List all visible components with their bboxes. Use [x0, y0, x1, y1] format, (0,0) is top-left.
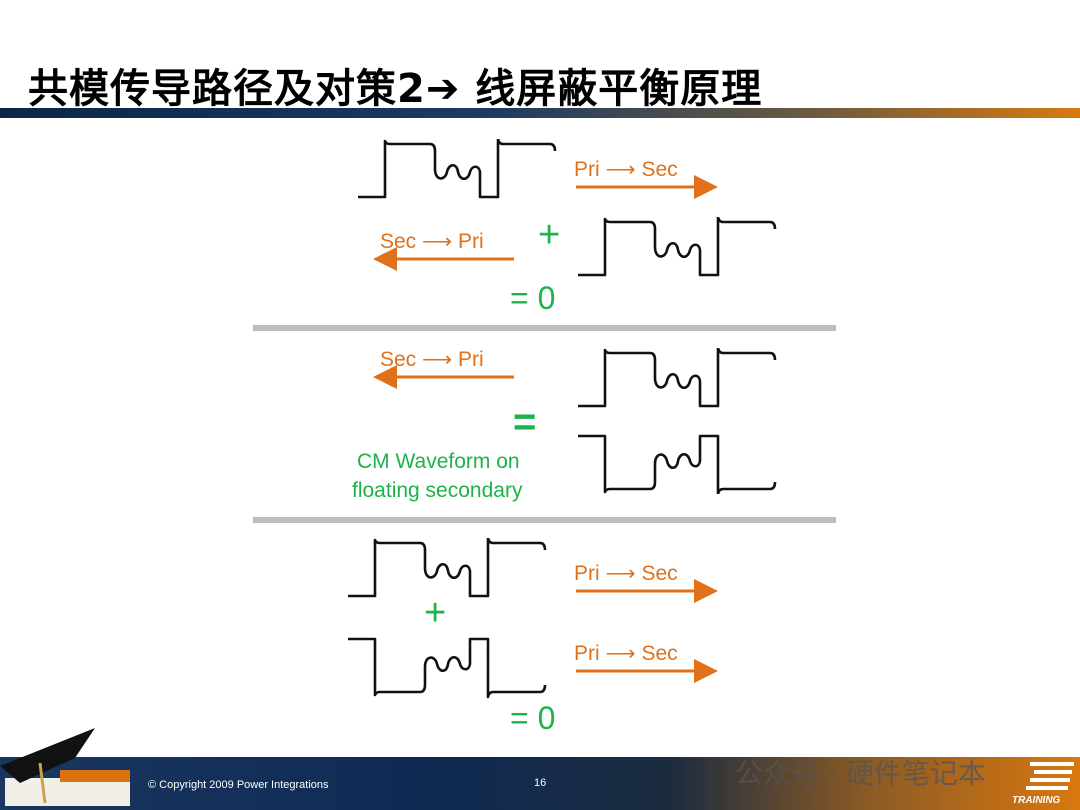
training-logo-icon [1026, 762, 1074, 790]
watermark: 公众号 · 硬件笔记本 [735, 757, 986, 790]
label-pri-to-sec-3a: Pri ⟶ Sec [574, 562, 678, 585]
direction-arrows [373, 175, 718, 683]
page-title: 共模传导路径及对策2➔ 线屏蔽平衡原理 [28, 66, 763, 112]
separator [253, 517, 836, 523]
title-underline-bar [0, 108, 1080, 118]
label-sec-to-pri-2: Sec ⟶ Pri [380, 348, 484, 371]
label-sec-to-pri: Sec ⟶ Pri [380, 230, 484, 253]
caption-line2: floating secondary [352, 479, 523, 502]
page-number: 16 [534, 777, 547, 789]
separator [253, 325, 836, 331]
training-logo-text: TRAINING [1012, 795, 1061, 806]
equals-sign: = [513, 400, 537, 444]
graduation-cap-icon [0, 728, 130, 806]
result-zero-2: = 0 [510, 700, 556, 736]
plus-sign: + [538, 214, 561, 256]
copyright-text: © Copyright 2009 Power Integrations [148, 779, 329, 791]
footer-banner [0, 757, 1080, 810]
plus-sign-2: + [424, 592, 447, 634]
result-zero: = 0 [510, 280, 556, 316]
label-pri-to-sec: Pri ⟶ Sec [574, 158, 678, 181]
caption-line1: CM Waveform on [357, 450, 520, 473]
label-pri-to-sec-3b: Pri ⟶ Sec [574, 642, 678, 665]
